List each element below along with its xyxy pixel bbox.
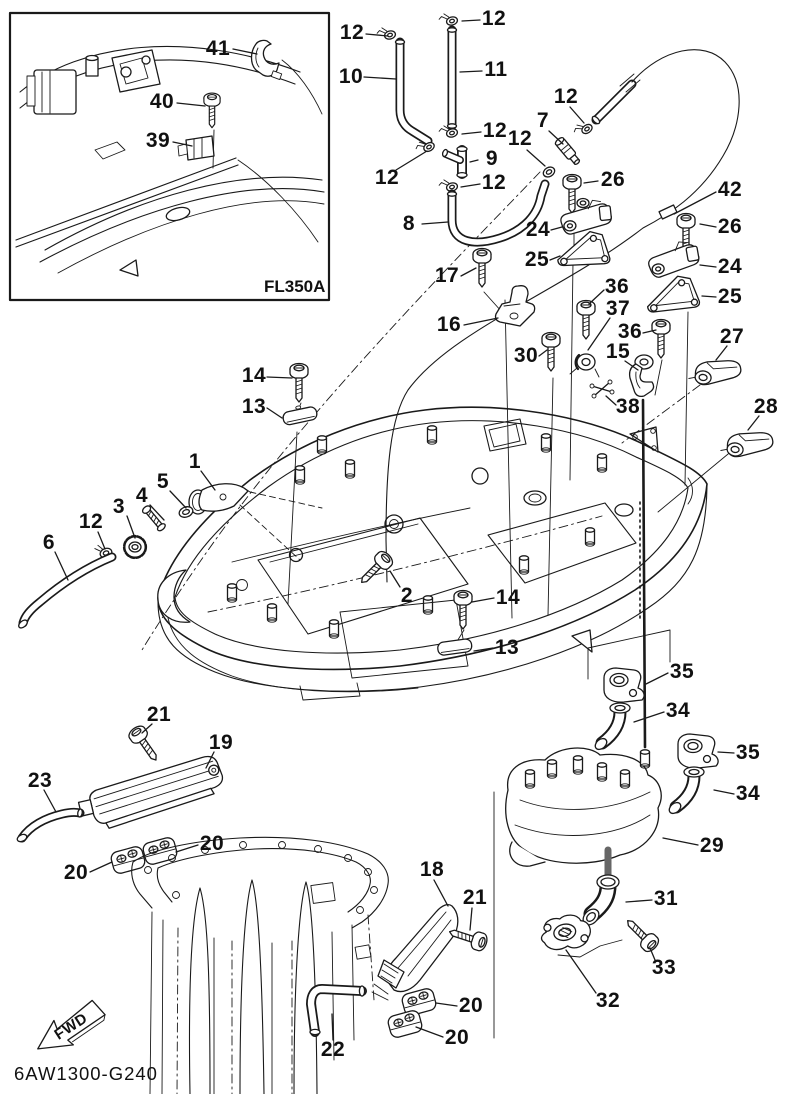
damper-19	[77, 755, 224, 829]
bracket-25-right	[643, 273, 701, 315]
damper-20-d	[386, 1008, 424, 1040]
hose-routing-loop	[385, 49, 740, 583]
connector-7	[554, 136, 581, 165]
drawing-code: 6AW1300-G240	[14, 1063, 158, 1084]
clamp-12-b	[437, 10, 459, 29]
bracket-35-right	[677, 733, 719, 769]
inset-bracket	[111, 49, 161, 93]
leader-lines	[43, 19, 760, 1041]
mount-damper-27	[687, 354, 743, 391]
spout-1	[188, 483, 251, 515]
screw-36-right	[651, 318, 671, 359]
part-42-shim	[658, 204, 678, 220]
bracket-35-upper	[603, 667, 645, 703]
elbow-34-right	[667, 767, 704, 816]
trim-wedge-18	[371, 904, 459, 1001]
screw-33	[620, 913, 662, 955]
mount-damper-28	[719, 426, 775, 463]
apron-lower-cowl	[131, 836, 389, 1094]
part-41-clip	[250, 39, 283, 80]
knob-3	[122, 534, 148, 560]
damper-20-a	[109, 844, 147, 876]
muffler-29	[505, 747, 662, 867]
inset-ignition-coil	[26, 54, 99, 115]
washer-5	[178, 506, 194, 518]
hose-23	[16, 807, 85, 843]
hose-8	[446, 179, 550, 247]
bottom-cowling-pan	[157, 406, 708, 701]
leader-wire-32	[557, 939, 623, 958]
elbow-34-upper	[593, 703, 630, 752]
grommet-12-f	[540, 164, 558, 180]
inset-model-label: FL350A	[264, 277, 325, 296]
elbow-31	[582, 846, 620, 926]
pad-13-top	[282, 405, 318, 426]
fwd-arrow: FWD	[37, 999, 106, 1050]
inset-detail-box: FL350A	[8, 11, 331, 302]
grommet-37	[569, 353, 600, 378]
clamp-bracket-16	[494, 285, 536, 327]
hose-22	[306, 984, 367, 1037]
screw-26-left	[562, 173, 582, 214]
bracket-24-right	[645, 238, 702, 280]
t-connector-9	[441, 145, 468, 179]
bracket-25-left	[555, 229, 611, 268]
nut-24-left	[576, 197, 590, 209]
screw-14-top	[289, 362, 309, 403]
cleat-38	[589, 379, 615, 399]
part-39-clamp	[177, 135, 215, 161]
hose-stub	[591, 73, 641, 125]
pad-13-mid	[437, 638, 473, 656]
hose-11	[446, 25, 458, 131]
clamp-12-a	[375, 24, 397, 43]
screw-4	[141, 505, 166, 532]
hose-10	[394, 37, 433, 146]
grommet-12-h	[94, 544, 114, 560]
hose-6	[18, 552, 117, 629]
hook-clamp-15	[628, 354, 655, 398]
screw-36-left	[576, 299, 596, 340]
flange-32	[540, 914, 591, 951]
